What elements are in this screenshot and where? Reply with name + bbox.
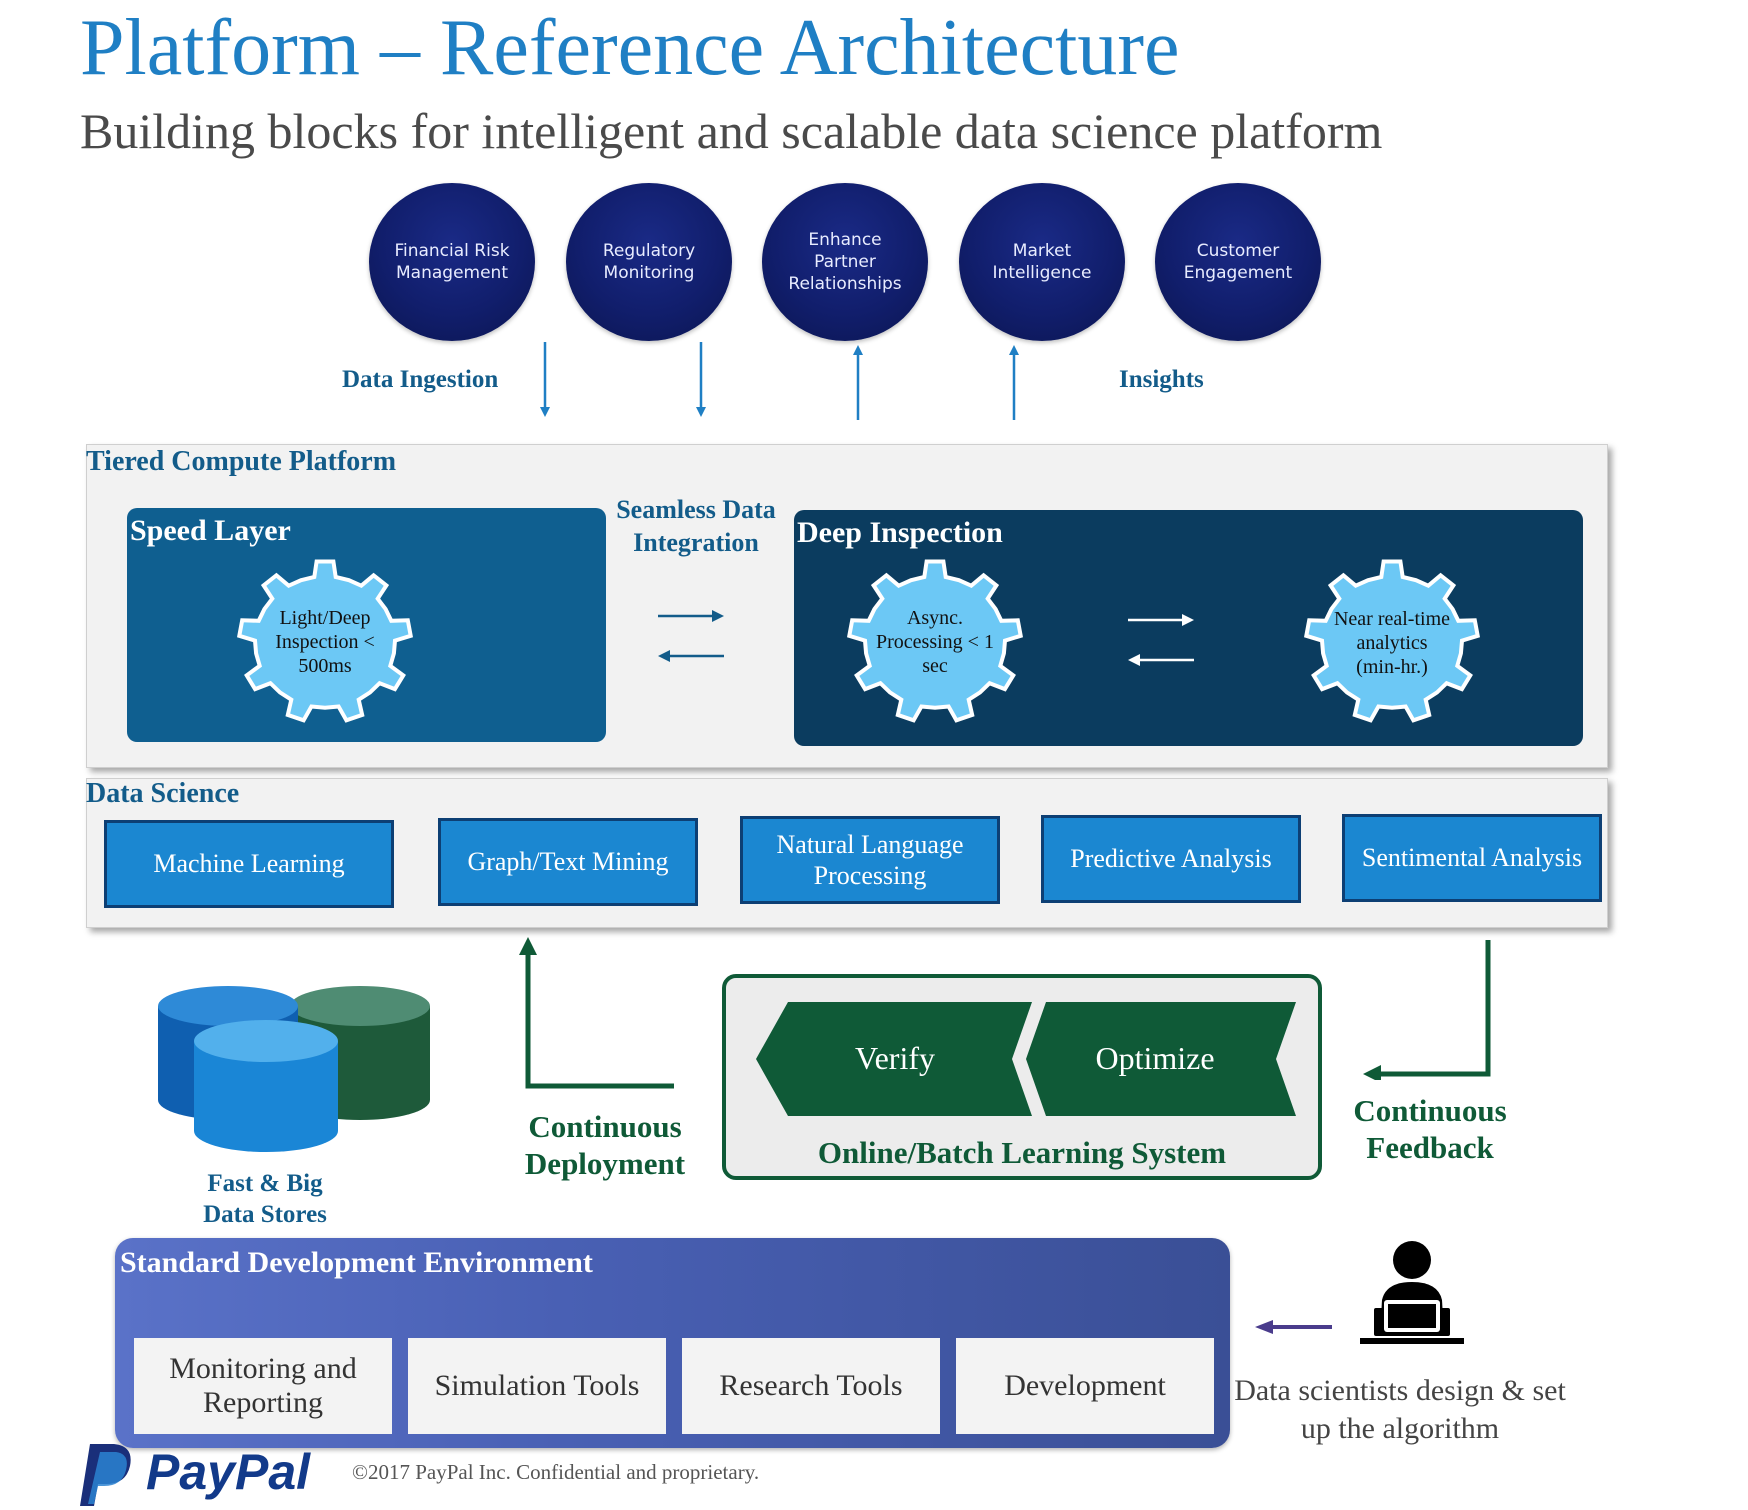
insights-label: Insights bbox=[1119, 366, 1204, 393]
gear-shape bbox=[847, 559, 1023, 723]
gear-shape bbox=[1304, 559, 1480, 723]
optimize-step: Optimize bbox=[1095, 1040, 1215, 1076]
use-case-market: Market Intelligence bbox=[959, 183, 1125, 341]
sde-title: Standard Development Environment bbox=[120, 1246, 593, 1279]
ds-item-machine-learning: Machine Learning bbox=[104, 820, 394, 908]
gear-shape bbox=[237, 559, 413, 723]
continuous-feedback-label: Continuous Feedback bbox=[1353, 1093, 1507, 1166]
deployment-arrow-icon bbox=[519, 937, 674, 1089]
page-subtitle: Building blocks for intelligent and scal… bbox=[80, 103, 1383, 159]
ds-item-nlp: Natural Language Processing bbox=[740, 816, 1000, 904]
async-gear-icon bbox=[847, 559, 1023, 723]
input-arrow-icon bbox=[1255, 1320, 1332, 1334]
speed-gear-icon bbox=[237, 559, 413, 723]
database-icon bbox=[158, 986, 430, 1152]
feedback-arrow-icon bbox=[1363, 940, 1491, 1080]
data-scientist-icon bbox=[1360, 1241, 1464, 1344]
use-case-partner: Enhance Partner Relationships bbox=[762, 183, 928, 341]
learning-chevrons bbox=[756, 1002, 1296, 1116]
ds-item-predictive-analysis: Predictive Analysis bbox=[1041, 815, 1301, 903]
integration-label: Seamless Data Integration bbox=[616, 495, 776, 557]
data-scientist-caption: Data scientists design & set up the algo… bbox=[1234, 1374, 1566, 1445]
sde-item-simulation: Simulation Tools bbox=[408, 1338, 666, 1434]
learning-system-title: Online/Batch Learning System bbox=[817, 1135, 1227, 1170]
async-gear-label: Async. Processing < 1 sec bbox=[876, 607, 994, 677]
deep-arrows-icon bbox=[1128, 614, 1194, 666]
deep-inspection-title: Deep Inspection bbox=[797, 516, 1003, 549]
continuous-deployment-label: Continuous Deployment bbox=[524, 1109, 686, 1182]
sde-item-development: Development bbox=[956, 1338, 1214, 1434]
ds-item-graph-text-mining: Graph/Text Mining bbox=[438, 818, 698, 906]
speed-gear-label: Light/Deep Inspection < 500ms bbox=[275, 607, 375, 677]
use-case-label: Regulatory Monitoring bbox=[602, 240, 696, 283]
use-case-financial-risk: Financial Risk Management bbox=[369, 183, 535, 341]
use-case-label: Enhance Partner Relationships bbox=[788, 229, 902, 295]
tiered-compute-title: Tiered Compute Platform bbox=[86, 446, 397, 477]
data-ingestion-label: Data Ingestion bbox=[342, 366, 499, 393]
page-title: Platform – Reference Architecture bbox=[80, 4, 1180, 92]
integration-arrows-icon bbox=[658, 610, 724, 662]
analytics-gear-icon bbox=[1304, 559, 1480, 723]
use-case-regulatory: Regulatory Monitoring bbox=[566, 183, 732, 341]
speed-layer-title: Speed Layer bbox=[130, 514, 291, 547]
paypal-wordmark: PayPal bbox=[146, 1444, 311, 1500]
data-science-title: Data Science bbox=[86, 778, 240, 809]
use-case-label: Customer Engagement bbox=[1183, 240, 1293, 283]
sde-item-research: Research Tools bbox=[682, 1338, 940, 1434]
verify-step: Verify bbox=[855, 1040, 935, 1076]
paypal-logo-icon bbox=[80, 1444, 131, 1506]
use-case-label: Financial Risk Management bbox=[394, 240, 510, 283]
optimize-chevron bbox=[1026, 1002, 1296, 1116]
sde-item-monitoring: Monitoring and Reporting bbox=[134, 1338, 392, 1434]
verify-chevron bbox=[756, 1002, 1032, 1116]
use-case-customer: Customer Engagement bbox=[1155, 183, 1321, 341]
copyright-notice: ©2017 PayPal Inc. Confidential and propr… bbox=[352, 1460, 760, 1484]
data-stores-label: Fast & Big Data Stores bbox=[203, 1170, 327, 1229]
use-case-label: Market Intelligence bbox=[992, 240, 1092, 283]
analytics-gear-label: Near real-time analytics (min-hr.) bbox=[1333, 608, 1451, 678]
ds-item-sentimental-analysis: Sentimental Analysis bbox=[1342, 814, 1602, 902]
